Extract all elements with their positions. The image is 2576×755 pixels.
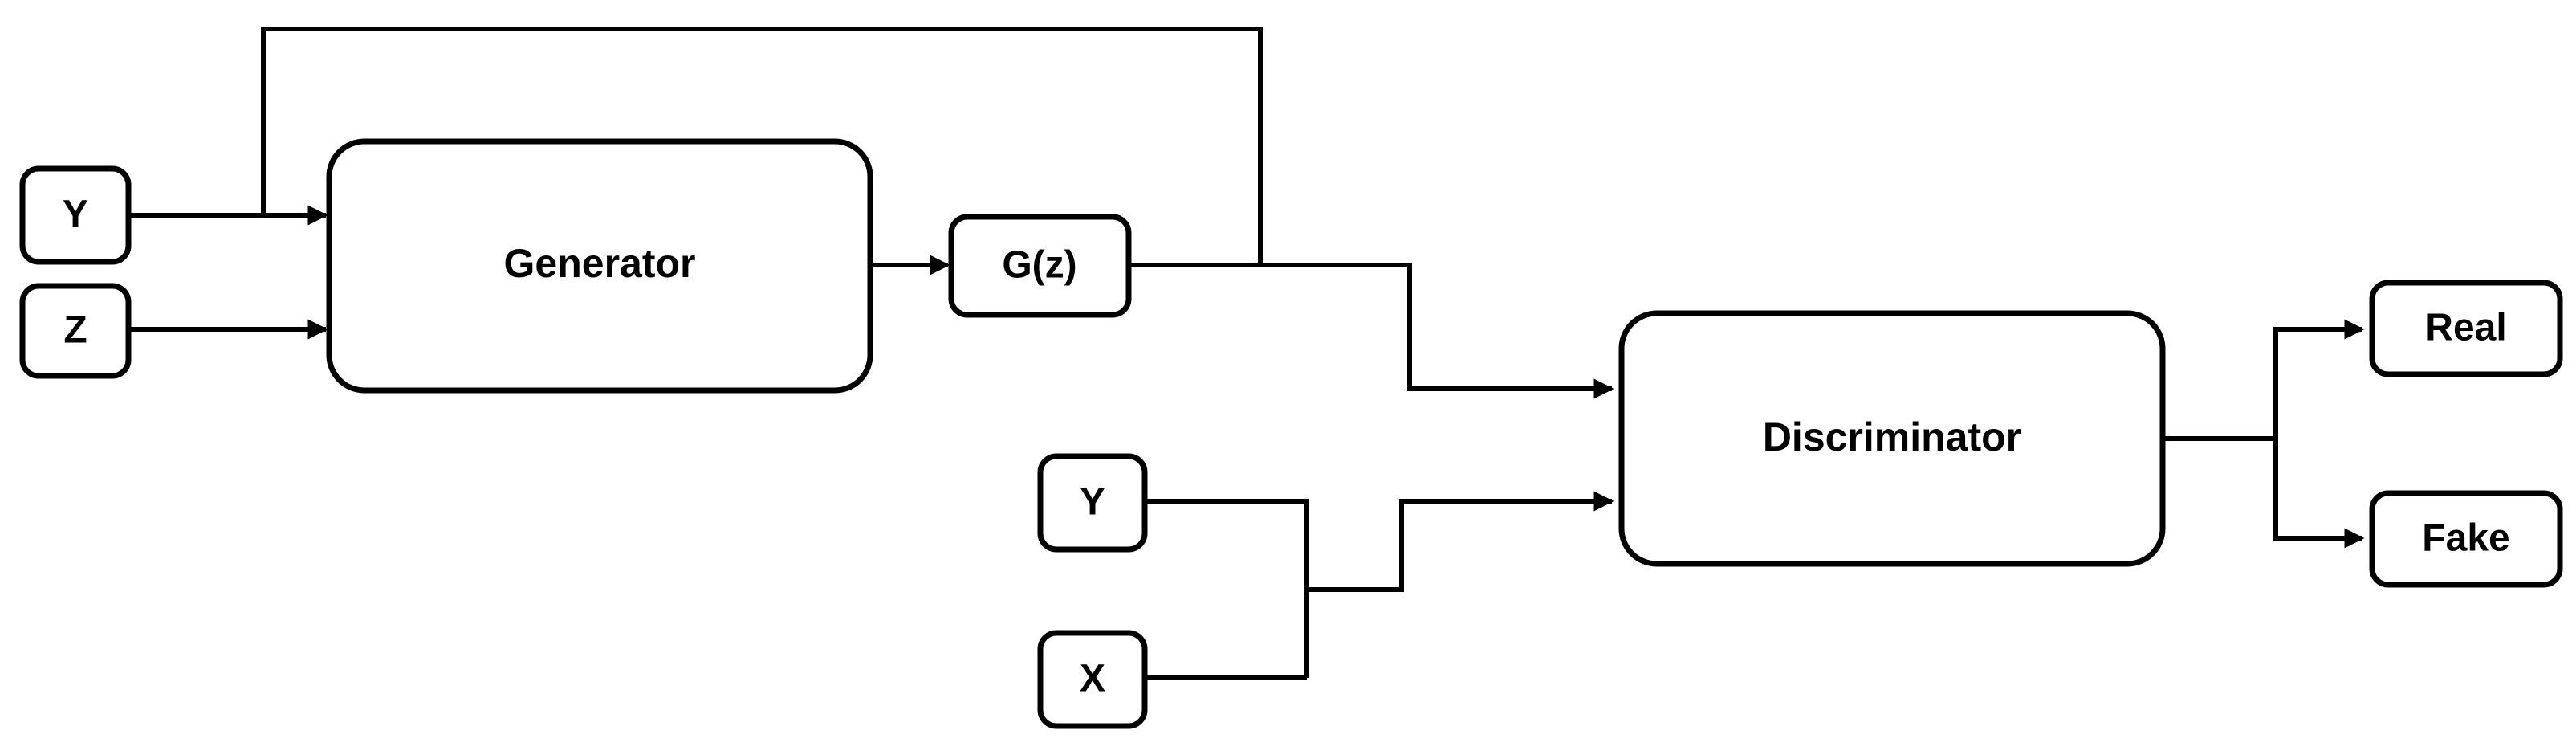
generator-label: Generator — [504, 241, 696, 286]
output-fake: Fake — [2369, 490, 2563, 588]
generated-sample-node: G(z) — [948, 214, 1132, 318]
node-y-bottom: Y — [1037, 453, 1148, 553]
node-y-top: Y — [19, 165, 132, 265]
output-fake-label: Fake — [2422, 517, 2509, 560]
node-z: Z — [19, 283, 132, 379]
node-x: X — [1037, 630, 1148, 729]
node-x-label: X — [1080, 658, 1105, 700]
discriminator-block: Discriminator — [1618, 310, 2166, 567]
generated-sample-label: G(z) — [1002, 244, 1076, 287]
wire-to-real — [2273, 319, 2365, 439]
generator-block: Generator — [326, 138, 873, 394]
wire-real-pair-to-discriminator — [1307, 491, 1614, 592]
node-z-label: Z — [63, 309, 87, 352]
connections — [128, 27, 2365, 680]
output-real: Real — [2369, 280, 2563, 378]
output-real-label: Real — [2425, 307, 2506, 349]
discriminator-label: Discriminator — [1763, 414, 2021, 459]
wire-gz-to-discriminator — [1129, 263, 1614, 399]
wire-y-condition-loop — [261, 27, 1263, 265]
node-y-bottom-label: Y — [1080, 481, 1105, 524]
node-y-top-label: Y — [63, 194, 88, 236]
wire-y-bottom-merge — [1145, 499, 1309, 678]
wire-to-fake — [2273, 439, 2365, 549]
